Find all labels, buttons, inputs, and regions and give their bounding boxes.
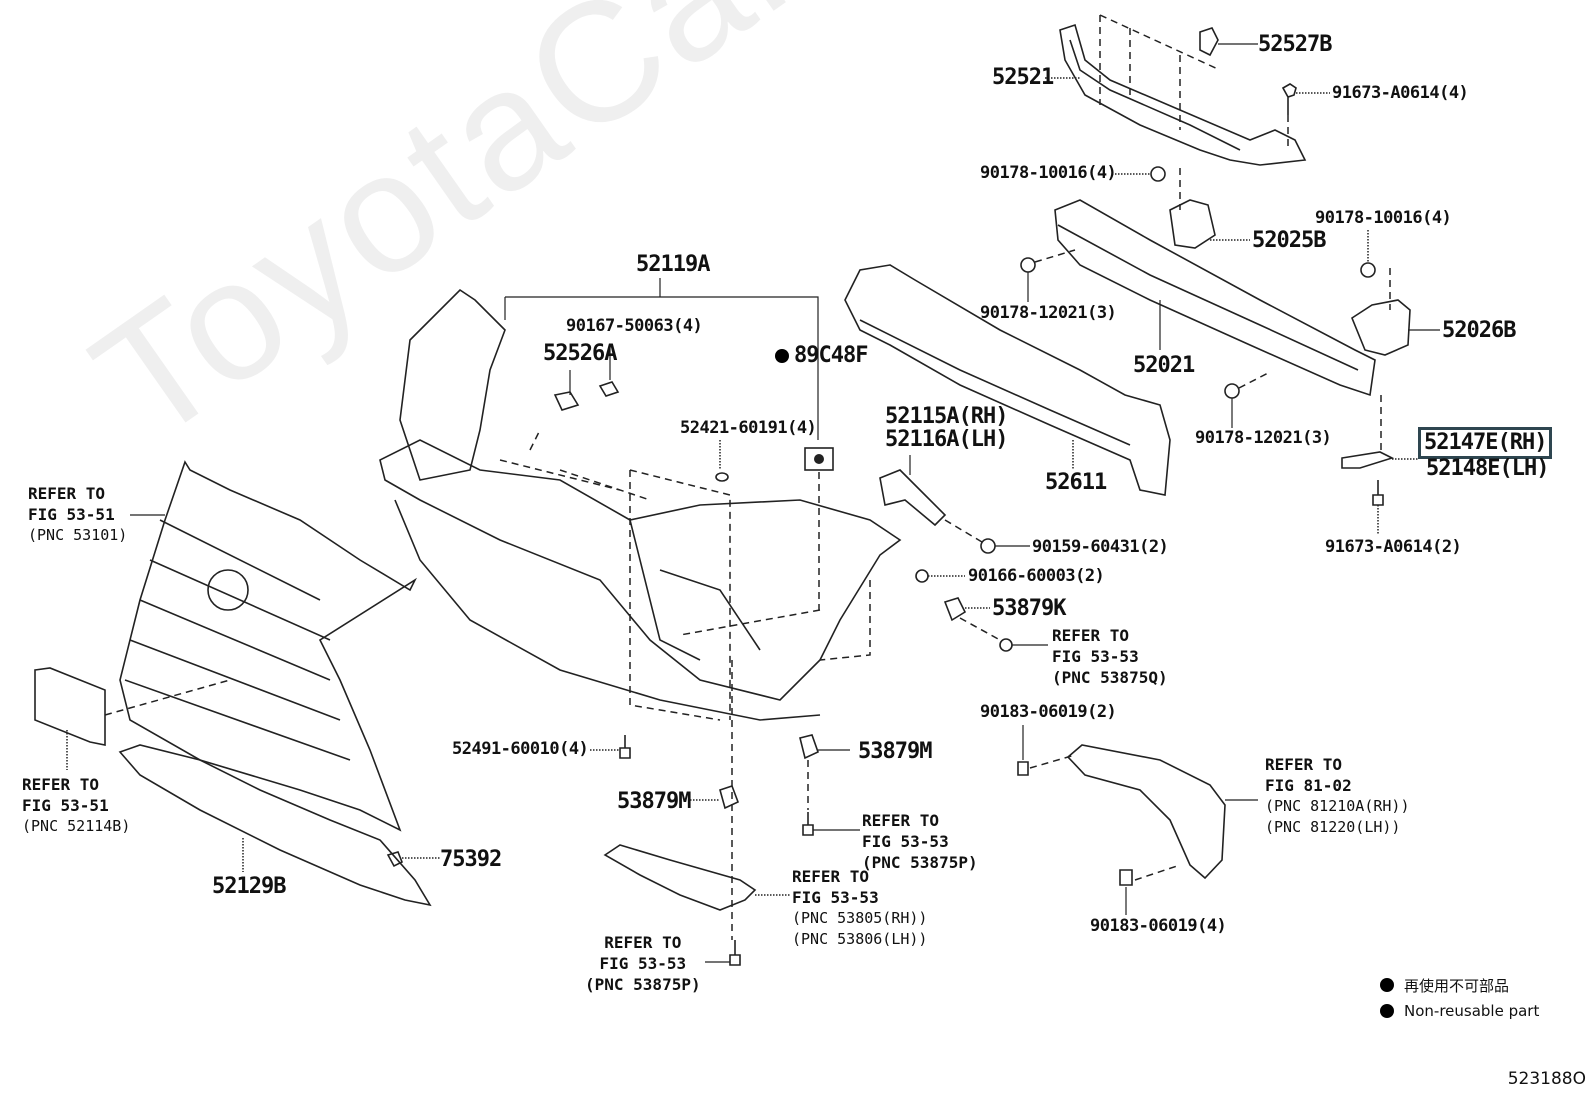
ref-pnc: (PNC 53805(RH)) [792,909,928,927]
label-75392[interactable]: 75392 [440,847,502,872]
part-undercover-drawing [603,844,757,911]
label-91673-A0614-2[interactable]: 91673-A0614(2) [1325,537,1462,557]
legend-text: Non-reusable part [1404,1002,1540,1020]
label-52421-60191-4[interactable]: 52421-60191(4) [680,418,817,438]
part-52021-drawing [1054,199,1376,397]
label-52129B[interactable]: 52129B [212,874,286,899]
label-52026B[interactable]: 52026B [1442,318,1516,343]
label-52611[interactable]: 52611 [1045,470,1107,495]
legend-item-jp: 再使用不可部品 [1380,972,1539,998]
ref-line: FIG 53-51 [22,796,109,815]
label-52021[interactable]: 52021 [1133,353,1195,378]
part-52119A-drawing [379,288,902,721]
ref-line: REFER TO [792,867,870,886]
legend-text: 再使用不可部品 [1404,976,1510,995]
ref-pnc: (PNC 53101) [28,526,128,544]
label-89C48F[interactable]: 89C48F [775,343,868,368]
label-90178-12021-3-lower[interactable]: 90178-12021(3) [1195,428,1332,448]
label-52527B[interactable]: 52527B [1258,32,1332,57]
filled-circle-icon [1380,1004,1394,1018]
ref-line: FIG 53-53 [599,954,687,973]
label-90178-10016-4-left[interactable]: 90178-10016(4) [980,163,1117,183]
label-52147E-RH[interactable]: 52147E(RH) [1424,430,1547,455]
ref-line: REFER TO [28,484,106,503]
ref-line: REFER TO [22,775,100,794]
highlighted-part-box: 52147E(RH) [1418,427,1553,459]
label-52115A-RH[interactable]: 52115A(RH) [885,404,1008,429]
part-52025B-drawing [1169,199,1216,249]
ref-line: REFER TO [1265,755,1343,774]
ref-line: FIG 53-53 [1052,647,1139,666]
part-52129B-drawing [118,744,432,907]
non-reusable-marker-icon [775,349,789,363]
part-plate-bracket-drawing [34,667,106,746]
ref-line: FIG 81-02 [1265,776,1352,795]
label-52025B[interactable]: 52025B [1252,228,1326,253]
reference-lamp[interactable]: REFER TO FIG 81-02 (PNC 81210A(RH)) (PNC… [1265,754,1410,838]
figure-number: 523188O [1507,1069,1586,1089]
ref-pnc: (PNC 53806(LH)) [792,930,928,948]
ref-line: FIG 53-53 [862,832,949,851]
ref-line: REFER TO [862,811,940,830]
ref-pnc: (PNC 53875P) [862,853,978,872]
label-52119A[interactable]: 52119A [636,252,710,277]
label-90166-60003-2[interactable]: 90166-60003(2) [968,566,1105,586]
label-52521[interactable]: 52521 [992,65,1054,90]
part-52026B-drawing [1351,299,1411,356]
label-52491-60010-4[interactable]: 52491-60010(4) [452,739,589,759]
ref-pnc: (PNC 52114B) [22,817,131,835]
ref-line: FIG 53-51 [28,505,115,524]
ref-pnc: (PNC 81220(LH)) [1265,818,1401,836]
label-89C48F-text: 89C48F [794,343,868,368]
ref-pnc: (PNC 53875P) [585,975,701,994]
ref-pnc: (PNC 53875Q) [1052,668,1168,687]
part-lamp-drawing [1066,744,1226,880]
legend-item-en: Non-reusable part [1380,998,1539,1024]
label-52148E-LH[interactable]: 52148E(LH) [1426,456,1549,481]
label-90183-06019-2[interactable]: 90183-06019(2) [980,702,1117,722]
label-52526A[interactable]: 52526A [543,341,617,366]
ref-line: FIG 53-53 [792,888,879,907]
reference-plate[interactable]: REFER TO FIG 53-51 (PNC 52114B) [22,774,130,837]
label-90178-10016-4-right[interactable]: 90178-10016(4) [1315,208,1452,228]
reference-53875Q[interactable]: REFER TO FIG 53-53 (PNC 53875Q) [1052,625,1168,688]
label-53879M-right[interactable]: 53879M [858,739,932,764]
label-53879M-left[interactable]: 53879M [617,789,691,814]
reference-53875P-right[interactable]: REFER TO FIG 53-53 (PNC 53875P) [862,810,978,873]
filled-circle-icon [1380,978,1394,992]
part-52527B-drawing [1199,27,1219,57]
part-52521-drawing [1059,14,1307,166]
label-90159-60431-2[interactable]: 90159-60431(2) [1032,537,1169,557]
label-90167-50063-4[interactable]: 90167-50063(4) [566,316,703,336]
part-grille-drawing [119,460,417,832]
label-53879K[interactable]: 53879K [992,596,1066,621]
part-52115A-drawing [879,469,947,527]
label-90178-12021-3-upper[interactable]: 90178-12021(3) [980,303,1117,323]
label-52116A-LH[interactable]: 52116A(LH) [885,427,1008,452]
reference-undercover[interactable]: REFER TO FIG 53-53 (PNC 53805(RH)) (PNC … [792,866,927,950]
label-91673-A0614-4[interactable]: 91673-A0614(4) [1332,83,1469,103]
part-52611-drawing [844,264,1171,496]
ref-pnc: (PNC 81210A(RH)) [1265,797,1410,815]
ref-line: REFER TO [1052,626,1130,645]
legend: 再使用不可部品 Non-reusable part [1380,972,1539,1024]
part-52147E-drawing [1341,451,1395,469]
label-90183-06019-4[interactable]: 90183-06019(4) [1090,916,1227,936]
reference-53875P-bottom[interactable]: REFER TO FIG 53-53 (PNC 53875P) [585,932,701,995]
ref-line: REFER TO [604,933,682,952]
reference-grille[interactable]: REFER TO FIG 53-51 (PNC 53101) [28,483,127,546]
